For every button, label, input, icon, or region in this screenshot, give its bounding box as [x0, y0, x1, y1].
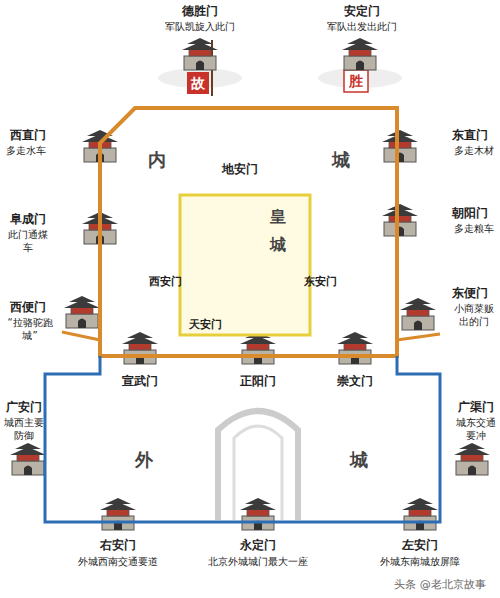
gate-note: 多走粮车 — [454, 223, 494, 236]
gate-name: 西直门 — [0, 128, 56, 143]
gate-name: 永定门 — [228, 538, 288, 553]
gate-name: 宣武门 — [112, 374, 168, 389]
gate-note: 此门通煤车 — [6, 229, 50, 254]
gate-name: 东安门 — [292, 275, 348, 289]
gate-note: 城东交通要冲 — [454, 417, 498, 442]
gate-icon — [240, 332, 276, 364]
gate-note: 小商菜贩出的门 — [454, 303, 494, 328]
wall-line — [397, 334, 440, 340]
gate-name: 西便门 — [0, 300, 56, 315]
gate-name: 安定门 — [322, 4, 402, 19]
area-name: 城 — [332, 148, 350, 172]
gate-name: 广安门 — [0, 400, 48, 415]
gate-name: 正阳门 — [230, 374, 286, 389]
area-name: 外 — [135, 448, 153, 472]
gate-icon — [342, 38, 378, 70]
gate-note: 北京外城城门最大一座 — [193, 556, 323, 569]
gate-name: 崇文门 — [327, 374, 383, 389]
gate-name: 胜 — [345, 73, 367, 91]
gate-note: 城西主要防御 — [2, 417, 46, 442]
gate-note: 军队凯旋入此门 — [145, 21, 255, 34]
gate-icon — [400, 298, 436, 330]
gate-name: 朝阳门 — [442, 206, 498, 221]
gate-icon — [240, 498, 276, 530]
gate-name: 地安门 — [212, 162, 268, 177]
gate-note: 多走木材 — [454, 145, 494, 158]
area-name: 城 — [350, 448, 368, 472]
flag — [344, 70, 368, 92]
wall-line — [62, 332, 100, 340]
gate-note: 多走水车 — [6, 145, 46, 158]
gate-icon — [182, 38, 218, 70]
wall-outline — [180, 195, 310, 335]
gate-note: 外城东南城放屏障 — [365, 556, 475, 569]
gate-icon — [10, 443, 46, 475]
gate-icon — [402, 498, 438, 530]
gate-name: 故 — [187, 75, 209, 93]
area-name: 城 — [270, 235, 286, 256]
gate-name: 右安门 — [88, 538, 148, 553]
gate-name: 西安门 — [137, 275, 193, 289]
gate-name: 德胜门 — [160, 4, 240, 19]
gate-note: 军队出发出此门 — [307, 21, 417, 34]
gate-name: 广渠门 — [452, 400, 500, 415]
gate-icon — [100, 498, 136, 530]
gate-icon — [454, 443, 490, 475]
gate-note: “拉骆驼跑城” — [7, 317, 53, 342]
gate-name: 阜成门 — [0, 212, 56, 227]
gate-name: 东便门 — [442, 286, 498, 301]
gate-name: 左安门 — [390, 538, 450, 553]
gate-icon — [337, 332, 373, 364]
gate-icon — [382, 204, 418, 236]
gate-icon — [64, 296, 100, 328]
city-wall-area: 内城皇城 — [100, 108, 397, 356]
city-wall-area: 皇城 — [180, 195, 310, 335]
gate-note: 外城西南交通要道 — [63, 556, 173, 569]
gate-icon — [122, 332, 158, 364]
gate-name: 东直门 — [442, 128, 498, 143]
area-name: 内 — [148, 148, 166, 172]
gate-icon — [382, 130, 418, 162]
area-name: 皇 — [270, 207, 286, 228]
gate-note: 头条 @老北京故事 — [385, 578, 495, 592]
gate-name: 天安门 — [177, 318, 233, 332]
banner — [187, 72, 209, 94]
